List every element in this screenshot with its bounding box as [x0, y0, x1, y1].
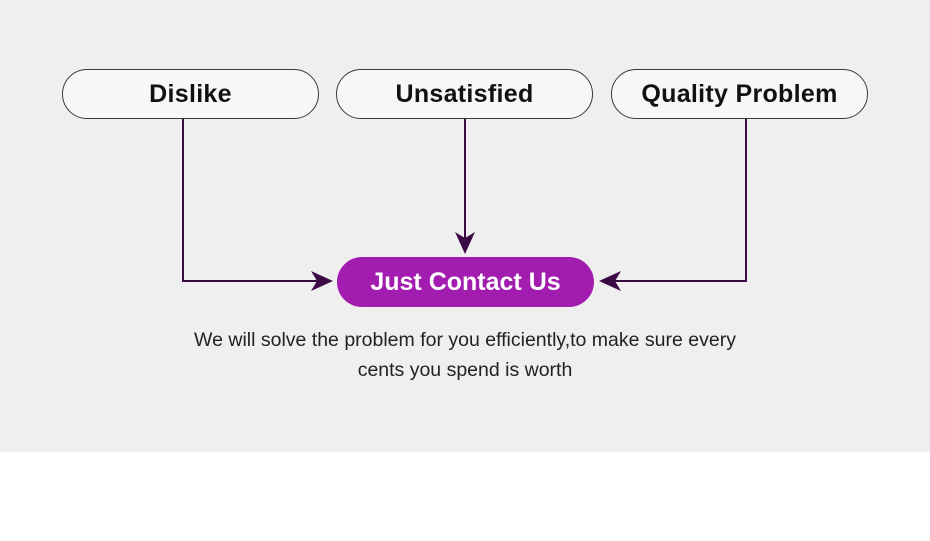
arrowhead-unsatisfied	[455, 232, 475, 254]
contact-us-label: Just Contact Us	[370, 267, 561, 296]
arrowhead-quality	[599, 271, 621, 291]
description-text: We will solve the problem for you effici…	[130, 325, 800, 385]
option-quality-problem: Quality Problem	[611, 69, 868, 119]
flow-connectors	[182, 119, 747, 291]
option-quality-problem-label: Quality Problem	[641, 79, 838, 108]
content-panel: Dislike Unsatisfied Quality Problem Just…	[0, 0, 930, 452]
option-unsatisfied-label: Unsatisfied	[395, 79, 534, 108]
contact-us-button[interactable]: Just Contact Us	[337, 257, 594, 307]
connector-dislike	[182, 119, 322, 282]
description-line-1: We will solve the problem for you effici…	[194, 329, 736, 351]
option-dislike-label: Dislike	[149, 79, 232, 108]
option-unsatisfied: Unsatisfied	[336, 69, 593, 119]
connector-quality	[610, 119, 747, 282]
arrowhead-dislike	[311, 271, 333, 291]
option-dislike: Dislike	[62, 69, 319, 119]
description-line-2: cents you spend is worth	[357, 359, 573, 381]
